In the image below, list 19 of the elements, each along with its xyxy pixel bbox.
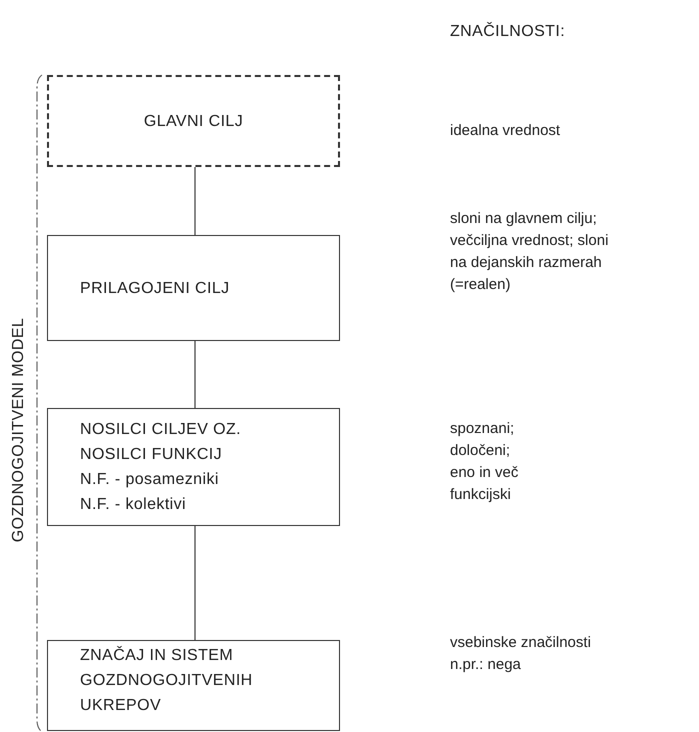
- box-text: N.F. - posamezniki: [80, 470, 219, 490]
- box-text: NOSILCI CILJEV OZ. NOSILCI FUNKCIJ: [80, 420, 242, 465]
- vertical-label: GOZDNOGOJITVENI MODEL: [9, 318, 28, 542]
- connector-line: [194, 167, 196, 235]
- characteristic-text: sloni na glavnem cilju; večciljna vrednost; sloni na dejanskih razmerah (=realen): [450, 209, 610, 295]
- connector-line: [194, 341, 196, 408]
- process-box: [47, 408, 340, 526]
- connector-line: [194, 526, 196, 640]
- characteristic-text: vsebinske značilnosti n.pr.: nega: [450, 633, 592, 675]
- column-heading: ZNAČILNOSTI:: [450, 21, 566, 42]
- box-text: GLAVNI CILJ: [144, 112, 244, 132]
- process-box: [47, 640, 340, 731]
- box-text: PRILAGOJENI CILJ: [80, 278, 230, 298]
- box-text: N.F. - kolektivi: [80, 495, 186, 515]
- box-text: ZNAČAJ IN SISTEM GOZDNOGOJITVENIH UKREPOV: [80, 645, 254, 716]
- characteristic-text: idealna vrednost: [450, 121, 562, 141]
- characteristic-text: spoznani; določeni; eno in več funkcijski: [450, 419, 520, 505]
- process-box: [47, 75, 340, 167]
- process-box: [47, 235, 340, 341]
